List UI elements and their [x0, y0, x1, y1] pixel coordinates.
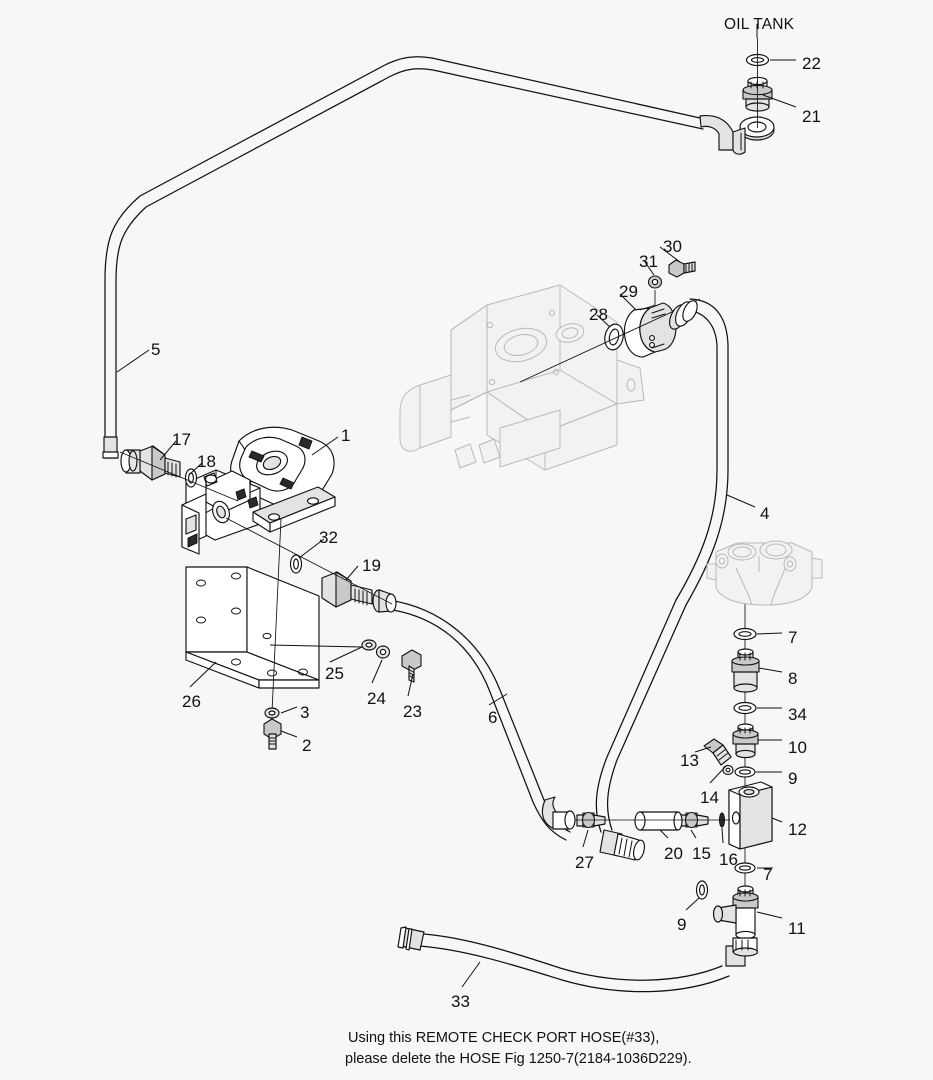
part-24-washer — [375, 645, 391, 659]
part-31-washer — [647, 275, 663, 289]
callout-27: 27 — [575, 853, 594, 872]
part-18-o-ring — [184, 468, 198, 488]
part-2-bolt — [263, 718, 282, 750]
callout-23: 23 — [403, 702, 422, 721]
phantom-main-pump — [399, 284, 645, 471]
part-14-o-ring — [722, 764, 734, 776]
axis-17-18 — [119, 451, 239, 502]
callout-19: 19 — [362, 556, 381, 575]
callout-13: 13 — [680, 751, 699, 770]
part-8-adapter — [731, 648, 760, 693]
callout-12: 12 — [788, 820, 807, 839]
hose-33-left-ferrule — [397, 926, 425, 951]
hose-6-left-end — [372, 589, 397, 613]
part-30-bolt — [668, 259, 696, 278]
part-29-split-flange-clamp — [623, 302, 677, 358]
callout-21: 21 — [802, 107, 821, 126]
callout-4: 4 — [760, 504, 770, 523]
part-26-mounting-bracket — [185, 566, 320, 689]
part-27-union — [576, 811, 606, 829]
callout-14: 14 — [700, 788, 719, 807]
hose-33 — [419, 933, 730, 993]
callout-26: 26 — [182, 692, 201, 711]
callout-11: 11 — [788, 919, 806, 938]
callout-18: 18 — [197, 452, 216, 471]
part-11-tee-fitting — [712, 885, 759, 940]
oil-tank-label: OIL TANK — [724, 16, 795, 33]
footnote-line-2: please delete the HOSE Fig 1250-7(2184-1… — [345, 1051, 692, 1067]
leader-lines — [116, 24, 797, 988]
part-1-pump-motor — [181, 426, 336, 555]
part-23-bolt — [401, 649, 422, 683]
part-12-filter-block — [728, 781, 773, 850]
part-3-washer — [264, 707, 280, 719]
callout-20: 20 — [664, 844, 683, 863]
part-13-plug — [703, 738, 732, 766]
part-19-adapter — [321, 571, 373, 608]
hose-4-upper-fitting — [669, 300, 698, 330]
callout-32: 32 — [319, 528, 338, 547]
callout-16: 16 — [719, 850, 738, 869]
part-32-o-ring — [289, 554, 303, 574]
callout-8: 8 — [788, 669, 798, 688]
callout-7-upper: 7 — [788, 628, 798, 647]
part-28-o-ring — [604, 323, 624, 351]
callout-29: 29 — [619, 282, 638, 301]
hose-5 — [104, 56, 704, 456]
part-7-o-ring-upper — [733, 627, 757, 641]
callout-9-upper: 9 — [788, 769, 798, 788]
axis-pump-port — [519, 298, 701, 383]
callout-17: 17 — [172, 430, 191, 449]
axis-32-19 — [225, 517, 393, 605]
callout-24: 24 — [367, 689, 386, 708]
callout-5: 5 — [151, 340, 161, 359]
hose-4-bottom-connector — [599, 829, 645, 861]
callout-15: 15 — [692, 844, 711, 863]
callout-6: 6 — [488, 708, 498, 727]
callout-34: 34 — [788, 705, 807, 724]
callout-33: 33 — [451, 992, 470, 1011]
part-20-inline-tube — [634, 811, 683, 831]
part-10-connector — [732, 723, 759, 759]
hose-5-left-end — [102, 436, 119, 459]
part-7-o-ring-lower — [734, 862, 756, 874]
callout-28: 28 — [589, 305, 608, 324]
part-17-elbow-adapter — [120, 445, 181, 481]
callout-25: 25 — [325, 664, 344, 683]
callout-31: 31 — [639, 252, 658, 271]
part-9-o-ring-lower — [695, 880, 709, 900]
callout-2: 2 — [302, 736, 312, 755]
hose-4 — [595, 298, 729, 833]
part-25-washer — [361, 639, 377, 651]
callout-3: 3 — [300, 703, 310, 722]
axis-pump-bolt — [271, 518, 282, 713]
footnote-line-1: Using this REMOTE CHECK PORT HOSE(#33), — [348, 1030, 660, 1046]
hose-33-right-fitting — [725, 937, 759, 967]
hose-6-right-elbow — [541, 796, 576, 830]
callout-9-lower: 9 — [677, 915, 687, 934]
control-valve-block — [706, 540, 823, 606]
callout-7-lower: 7 — [763, 865, 773, 884]
axis-flange-bolt — [639, 290, 656, 311]
callout-1: 1 — [341, 426, 351, 445]
oil-tank-elbow — [699, 115, 775, 155]
part-9-o-ring-upper — [734, 766, 756, 778]
part-34-o-ring — [733, 701, 757, 715]
callout-30: 30 — [663, 237, 682, 256]
callout-22: 22 — [802, 54, 821, 73]
callout-10: 10 — [788, 738, 807, 757]
